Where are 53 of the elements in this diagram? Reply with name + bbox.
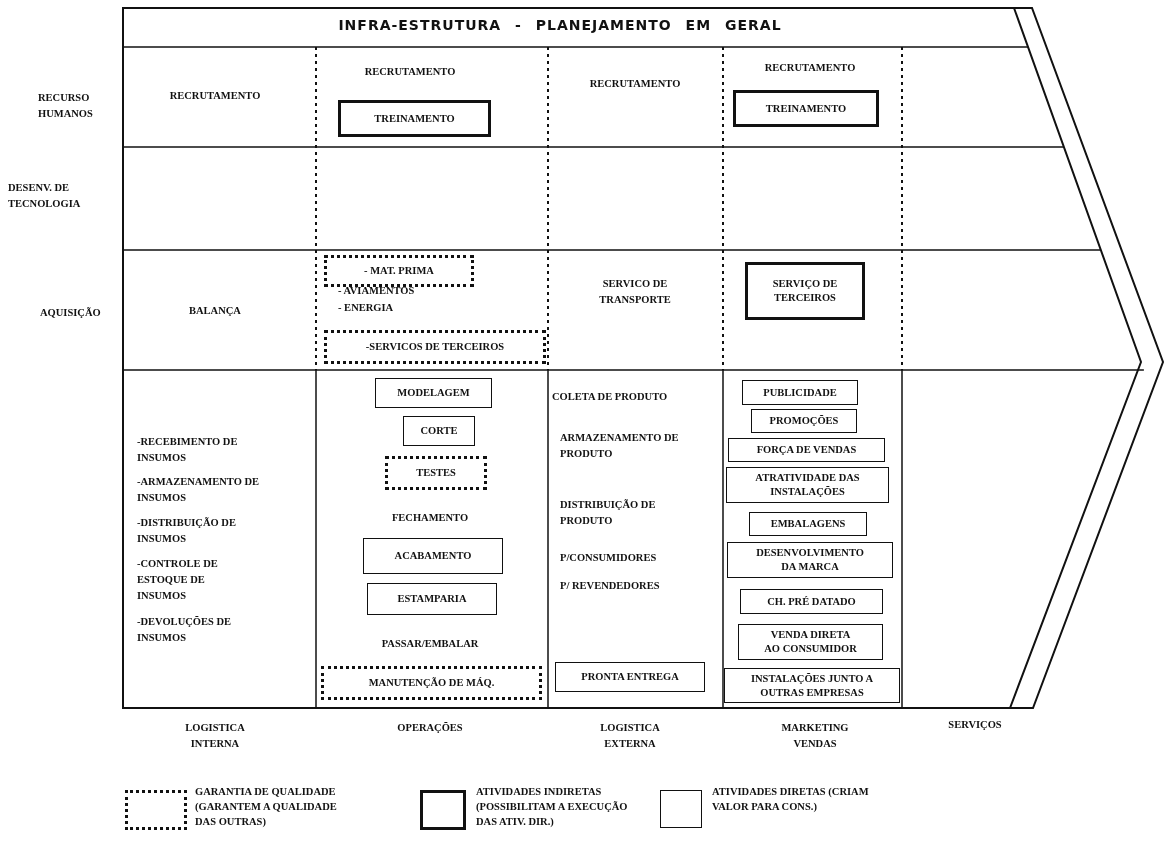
column-heading: SERVIÇOS xyxy=(947,718,1003,732)
direct-activity-box: MODELAGEM xyxy=(375,378,492,408)
direct-activity-box: FORÇA DE VENDAS xyxy=(728,438,885,462)
activity-text: -ARMAZENAMENTO DE INSUMOS xyxy=(137,475,261,505)
activity-text: -DISTRIBUIÇÃO DE INSUMOS xyxy=(137,516,237,546)
activity-text: BALANÇA xyxy=(188,304,242,318)
column-heading: MARKETING VENDAS xyxy=(780,721,850,751)
direct-activity-box: CH. PRÉ DATADO xyxy=(740,589,883,614)
direct-activity-box: INSTALAÇÕES JUNTO A OUTRAS EMPRESAS xyxy=(724,668,900,703)
column-heading: OPERAÇÕES xyxy=(396,721,464,735)
activity-text: -CONTROLE DE ESTOQUE DE INSUMOS xyxy=(137,557,219,603)
indirect-activity-box: TREINAMENTO xyxy=(733,90,879,127)
row-heading: RECURSO HUMANOS xyxy=(38,91,94,121)
row-heading: DESENV. DE TECNOLOGIA xyxy=(8,181,82,211)
activity-text: P/ REVENDEDORES xyxy=(560,579,661,593)
direct-activity-box: ACABAMENTO xyxy=(363,538,503,574)
activity-text: - AVIAMENTOS xyxy=(338,284,416,298)
activity-text: PASSAR/EMBALAR xyxy=(380,637,480,651)
legend-text: ATIVIDADES INDIRETAS (POSSIBILITAM A EXECUÇÃO DAS ATIV. DIR.) xyxy=(476,785,629,829)
activity-text: DISTRIBUIÇÃO DE PRODUTO xyxy=(560,498,657,528)
quality-activity-box: MANUTENÇÃO DE MÁQ. xyxy=(321,666,542,700)
indirect-activity-box: TREINAMENTO xyxy=(338,100,491,137)
indirect-activity-box: SERVIÇO DE TERCEIROS xyxy=(745,262,865,320)
quality-activity-box: TESTES xyxy=(385,456,487,490)
activity-text: P/CONSUMIDORES xyxy=(560,551,658,565)
activity-text: SERVICO DE TRANSPORTE xyxy=(598,277,672,307)
quality-activity-box: -SERVICOS DE TERCEIROS xyxy=(324,330,546,364)
direct-activity-box: PRONTA ENTREGA xyxy=(555,662,705,692)
legend-text: GARANTIA DE QUALIDADE (GARANTEM A QUALIDADE DAS OUTRAS) xyxy=(195,785,338,829)
direct-activity-box: PUBLICIDADE xyxy=(742,380,858,405)
column-heading: LOGISTICA INTERNA xyxy=(184,721,246,751)
direct-activity-box: CORTE xyxy=(403,416,475,446)
band-heading: INFRA-ESTRUTURA - PLANEJAMENTO EM GERAL xyxy=(337,17,783,33)
column-heading: LOGISTICA EXTERNA xyxy=(599,721,661,751)
activity-text: -RECEBIMENTO DE INSUMOS xyxy=(137,435,239,465)
activity-text: -DEVOLUÇÕES DE INSUMOS xyxy=(137,615,232,645)
direct-activity-box: EMBALAGENS xyxy=(749,512,867,536)
activity-text: RECRUTAMENTO xyxy=(588,77,682,91)
activity-text: FECHAMENTO xyxy=(390,511,470,525)
direct-activity-box: PROMOÇÕES xyxy=(751,409,857,433)
activity-text: COLETA DE PRODUTO xyxy=(552,390,669,404)
activity-text: - ENERGIA xyxy=(338,301,395,315)
activity-text: RECRUTAMENTO xyxy=(168,89,262,103)
activity-text: RECRUTAMENTO xyxy=(363,65,457,79)
activity-text: ARMAZENAMENTO DE PRODUTO xyxy=(560,431,680,461)
quality-activity-box: - MAT. PRIMA xyxy=(324,255,474,287)
direct-activity-box: DESENVOLVIMENTO DA MARCA xyxy=(727,542,893,578)
direct-activity-box: ATRATIVIDADE DAS INSTALAÇÕES xyxy=(726,467,889,503)
legend-text: ATIVIDADES DIRETAS (CRIAM VALOR PARA CONS.) xyxy=(712,785,870,814)
direct-activity-box: ESTAMPARIA xyxy=(367,583,497,615)
activity-text: RECRUTAMENTO xyxy=(763,61,857,75)
row-heading: AQUISIÇÃO xyxy=(40,306,102,320)
direct-activity-box: VENDA DIRETA AO CONSUMIDOR xyxy=(738,624,883,660)
